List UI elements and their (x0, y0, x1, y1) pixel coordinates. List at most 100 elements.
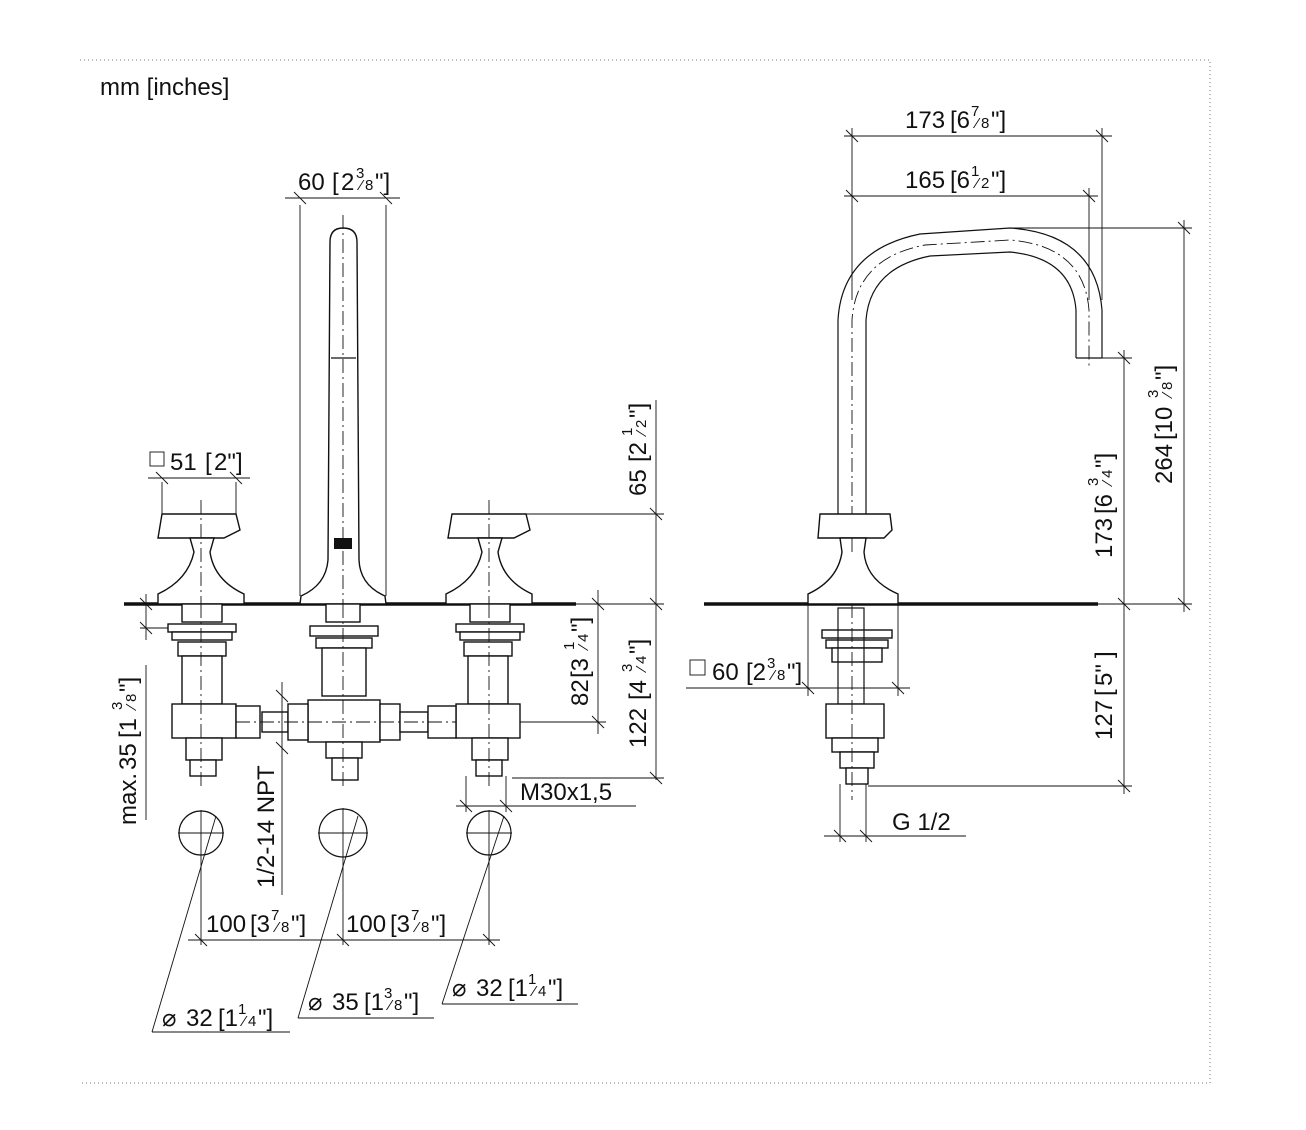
svg-text:"]: "] (991, 107, 1006, 134)
dim-spout-width: 60 [ 2 3 ⁄ 8 "] (285, 165, 400, 596)
dim-below-deck-side: 127 [ 5" ] (868, 651, 1132, 793)
svg-text:max.: max. (115, 773, 142, 825)
svg-text:35: 35 (332, 989, 359, 1016)
svg-text:8: 8 (1159, 382, 1176, 390)
svg-text:[2: [2 (746, 659, 766, 686)
svg-text:[: [ (332, 169, 339, 196)
svg-text:3: 3 (109, 702, 126, 710)
svg-text:3: 3 (384, 985, 392, 1002)
svg-text:1/2-14 NPT: 1/2-14 NPT (253, 765, 280, 888)
svg-text:⁄: ⁄ (633, 429, 650, 438)
svg-text:⁄: ⁄ (385, 997, 394, 1014)
svg-text:165: 165 (905, 167, 945, 194)
svg-text:4: 4 (538, 983, 546, 1000)
front-view: 60 [ 2 3 ⁄ 8 "] 51 [ 2" ] (109, 165, 664, 1033)
svg-text:"]: "] (404, 989, 419, 1016)
gooseneck-spout (837, 227, 1103, 520)
right-valve-assembly (455, 603, 525, 790)
dim-connection: G 1/2 (824, 784, 966, 843)
svg-text:4: 4 (1099, 470, 1116, 478)
svg-text:"]: "] (1091, 453, 1118, 468)
svg-text:100: 100 (346, 911, 386, 938)
svg-text:1: 1 (528, 971, 536, 988)
svg-text:8: 8 (365, 177, 373, 194)
svg-text:4: 4 (575, 634, 592, 642)
svg-text:"]: "] (431, 911, 446, 938)
svg-text:⁄: ⁄ (972, 115, 981, 132)
dim-reach-spout: 165 [6 1 ⁄ 2 "] (844, 163, 1098, 300)
svg-text:2: 2 (633, 420, 650, 428)
svg-text:82: 82 (567, 679, 594, 706)
svg-text:[1: [1 (508, 975, 528, 1002)
dim-deck-thickness: max. 35 [1 3 ⁄ 8 "] (109, 594, 182, 825)
svg-text:5": 5" (1091, 664, 1118, 686)
side-view: 173 [6 7 ⁄ 8 "] 165 [6 1 ⁄ 2 "] 2 (686, 103, 1192, 843)
svg-text:⁄: ⁄ (123, 703, 140, 712)
svg-text:1: 1 (561, 642, 578, 650)
svg-text:⁄: ⁄ (1159, 391, 1176, 400)
svg-text:[4: [4 (625, 680, 652, 700)
svg-text:⁄: ⁄ (272, 919, 281, 936)
side-valve-assembly (821, 604, 893, 800)
svg-text:32: 32 (476, 975, 503, 1002)
svg-text:8: 8 (421, 919, 429, 936)
svg-text:⌀: ⌀ (452, 975, 466, 1002)
dim-below-deck-front: 122 [4 3 ⁄ 4 "] (512, 639, 664, 785)
svg-text:⁄: ⁄ (633, 665, 650, 674)
svg-text:4: 4 (248, 1013, 256, 1030)
svg-text:[: [ (1091, 689, 1118, 696)
svg-text:2: 2 (981, 175, 989, 192)
svg-text:⁄: ⁄ (412, 919, 421, 936)
svg-text:[1: [1 (218, 1005, 238, 1032)
svg-text:4: 4 (633, 656, 650, 664)
drawing-frame (80, 59, 1211, 1084)
svg-text:[6: [6 (950, 167, 970, 194)
svg-text:⌀: ⌀ (162, 1005, 176, 1032)
svg-text:32: 32 (186, 1005, 213, 1032)
svg-text:[6: [6 (950, 107, 970, 134)
mounting-holes (178, 808, 512, 945)
svg-text:"]: "] (625, 403, 652, 418)
side-handle (807, 513, 899, 605)
svg-text:⁄: ⁄ (356, 177, 365, 194)
svg-text:3: 3 (767, 655, 775, 672)
svg-text:M30x1,5: M30x1,5 (520, 779, 612, 806)
svg-text:]: ] (1091, 651, 1118, 658)
svg-text:[10: [10 (1151, 407, 1178, 440)
svg-text:"]: "] (787, 659, 802, 686)
svg-text:⌀: ⌀ (308, 989, 322, 1016)
dim-hole-diameters: ⌀ 32 [1 1 ⁄ 4 "] ⌀ 35 [1 3 ⁄ 8 "] ⌀ 32 [… (151, 815, 578, 1033)
left-handle (157, 500, 245, 605)
svg-text:"]: "] (291, 911, 306, 938)
svg-text:⁄: ⁄ (529, 983, 538, 1000)
svg-text:60: 60 (712, 659, 739, 686)
svg-text:1: 1 (619, 428, 636, 436)
dim-base-square: 60 [2 3 ⁄ 8 "] (686, 604, 910, 696)
dim-metric-thread: M30x1,5 (456, 776, 636, 813)
svg-text:"]: "] (258, 1005, 273, 1032)
units-label: mm [inches] (100, 74, 229, 101)
svg-text:[1: [1 (115, 718, 142, 738)
right-handle (445, 500, 533, 605)
left-valve-assembly (167, 603, 237, 790)
dim-height-total: 264 [10 3 ⁄ 8 "] (1010, 220, 1192, 612)
svg-text:"]: "] (567, 617, 594, 632)
svg-text:1: 1 (971, 163, 979, 180)
svg-text:3: 3 (356, 165, 364, 182)
svg-text:173: 173 (905, 107, 945, 134)
dim-reach-total: 173 [6 7 ⁄ 8 "] (844, 103, 1112, 300)
spout-body (299, 215, 387, 605)
svg-text:⁄: ⁄ (768, 667, 777, 684)
svg-text:8: 8 (981, 115, 989, 132)
svg-text:60: 60 (298, 169, 325, 196)
svg-text:1: 1 (238, 1001, 246, 1018)
svg-text:127: 127 (1091, 700, 1118, 740)
svg-text:"]: "] (548, 975, 563, 1002)
svg-text:"]: "] (625, 639, 652, 654)
svg-text:3: 3 (1085, 478, 1102, 486)
svg-text:3: 3 (619, 664, 636, 672)
dim-handle-square: 51 [ 2" ] (148, 449, 250, 514)
svg-text:"]: "] (991, 167, 1006, 194)
svg-text:[: [ (205, 449, 212, 476)
svg-text:"]: "] (375, 169, 390, 196)
